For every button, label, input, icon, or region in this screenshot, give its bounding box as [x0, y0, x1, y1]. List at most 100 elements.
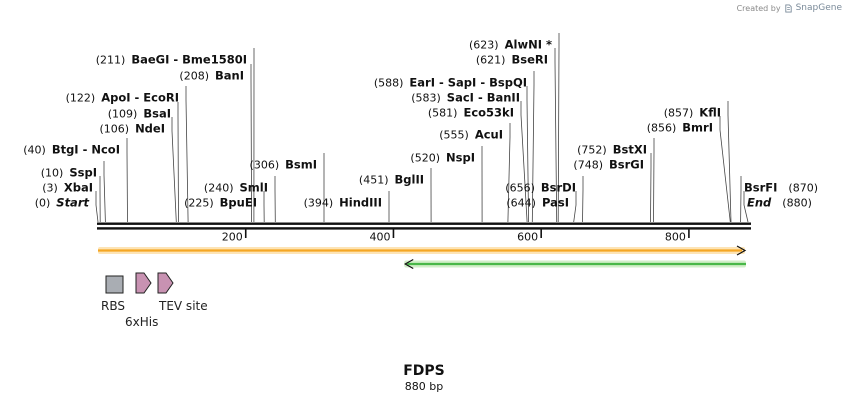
site-position: (870) [788, 182, 818, 195]
ruler-tick-label: 200 [222, 231, 243, 244]
site-name: BstXI [613, 143, 647, 157]
site-name: BglII [395, 173, 425, 187]
restriction-site[interactable]: BseRI(621) [476, 53, 548, 67]
site-position: (583) [411, 92, 441, 105]
site-connector-line [650, 153, 652, 223]
site-connector-line [743, 191, 749, 223]
site-position: (752) [577, 144, 607, 157]
site-name: SacI - BanII [447, 91, 520, 105]
site-name: BseRI [511, 53, 548, 67]
legend-item-rbs[interactable]: RBS [101, 275, 125, 313]
restriction-site[interactable]: BmrI(856) [647, 121, 713, 135]
site-position: (109) [108, 108, 138, 121]
site-name: BmrI [682, 121, 713, 135]
site-connector-line [653, 138, 655, 223]
site-position: (588) [374, 77, 404, 90]
site-name: Start [56, 196, 89, 210]
restriction-site[interactable]: End (880) [747, 196, 812, 210]
site-connector-line [573, 191, 577, 223]
site-connector-line [126, 138, 128, 223]
site-connector-line [185, 86, 189, 223]
site-position: (40) [23, 144, 46, 157]
restriction-site[interactable]: HindIII (394) [304, 196, 382, 210]
site-connector-line [103, 161, 106, 223]
restriction-site[interactable]: BanI(208) [179, 69, 244, 83]
legend-item-his[interactable]: 6xHis [125, 272, 158, 329]
restriction-site[interactable]: AcuI (555) [439, 128, 503, 142]
site-name: XbaI [64, 181, 93, 195]
sequence-title-block: FDPS 880 bp [0, 363, 848, 393]
restriction-site[interactable]: AlwNI *(623) [469, 38, 552, 52]
restriction-site[interactable]: PasI (644) [506, 196, 569, 210]
site-position: (555) [439, 129, 469, 142]
site-name: NdeI [135, 122, 165, 136]
restriction-site[interactable]: BsrDI(656) [505, 181, 576, 195]
tev-arrow-icon [157, 272, 174, 294]
site-name: ApoI - EcoRI [101, 91, 179, 105]
restriction-site[interactable]: BstXI (752) [577, 143, 647, 157]
site-position: (240) [204, 182, 234, 195]
restriction-site[interactable]: EarI - SapI - BspQI (588) [374, 76, 527, 90]
his-arrow-icon [135, 272, 152, 294]
restriction-site[interactable]: BsrGI(748) [573, 158, 644, 172]
restriction-site[interactable]: Start(0) [35, 196, 90, 210]
site-connector-line [727, 101, 732, 223]
restriction-site[interactable]: SmlI (240) [204, 181, 268, 195]
restriction-site[interactable]: NdeI (106) [99, 122, 165, 136]
site-position: (225) [184, 197, 214, 210]
dna-backbone [97, 222, 751, 230]
site-position: (644) [506, 197, 536, 210]
legend-label: 6xHis [125, 315, 158, 329]
site-connector-line [582, 176, 584, 223]
site-name: KflI [699, 106, 721, 120]
site-name: EarI - SapI - BspQI [409, 76, 527, 90]
restriction-site[interactable]: BsmI(306) [250, 158, 317, 172]
restriction-site[interactable]: BaeGI - Bme1580I(211) [96, 53, 247, 67]
ruler-tick-label: 600 [517, 231, 538, 244]
site-position: (394) [304, 197, 334, 210]
green-feature-arrowhead-icon [404, 258, 414, 270]
site-name: AlwNI * [505, 38, 552, 52]
orange-feature-arrowhead-icon [736, 245, 747, 256]
site-connector-line [95, 191, 99, 223]
site-name: SspI [69, 166, 97, 180]
site-position: (122) [66, 92, 96, 105]
restriction-site[interactable]: BpuEI(225) [184, 196, 257, 210]
site-name: PasI [542, 196, 569, 210]
site-position: (106) [99, 123, 129, 136]
restriction-site[interactable]: BsaI(109) [108, 107, 171, 121]
restriction-site[interactable]: SacI - BanII (583) [411, 91, 520, 105]
restriction-site[interactable]: BsrFI(870) [744, 181, 818, 195]
restriction-site[interactable]: KflI(857) [664, 106, 721, 120]
restriction-site[interactable]: NspI(520) [410, 151, 475, 165]
legend-label: TEV site [158, 299, 208, 313]
site-connector-line [554, 48, 558, 223]
restriction-site[interactable]: XbaI(3) [42, 181, 93, 195]
restriction-site[interactable]: BglII (451) [359, 173, 424, 187]
restriction-site[interactable]: SspI(10) [41, 166, 97, 180]
credit-brand: SnapGene [795, 3, 842, 13]
restriction-site[interactable]: ApoI - EcoRI (122) [66, 91, 179, 105]
ruler-tick-label: 400 [369, 231, 390, 244]
site-connector-line [557, 33, 560, 223]
backbone-top-strand [97, 222, 751, 225]
site-name: Eco53kI [463, 106, 514, 120]
site-name: BaeGI - Bme1580I [131, 53, 247, 67]
restriction-site[interactable]: BtgI - NcoI(40) [23, 143, 120, 157]
site-position: (208) [179, 70, 209, 83]
site-name: SmlI [240, 181, 269, 195]
site-name: BsmI [285, 158, 317, 172]
site-position: (880) [782, 197, 812, 210]
site-name: NspI [446, 151, 475, 165]
site-lines [95, 33, 749, 223]
site-connector-line [507, 123, 511, 223]
restriction-site[interactable]: Eco53kI(581) [428, 106, 514, 120]
site-name: AcuI [475, 128, 503, 142]
site-position: (451) [359, 174, 389, 187]
snapgene-logo-icon [784, 3, 792, 13]
legend-item-tev[interactable]: TEV site [157, 272, 208, 313]
site-name: End [747, 196, 772, 210]
site-connector-line [177, 102, 179, 223]
site-name: HindIII [339, 196, 382, 210]
